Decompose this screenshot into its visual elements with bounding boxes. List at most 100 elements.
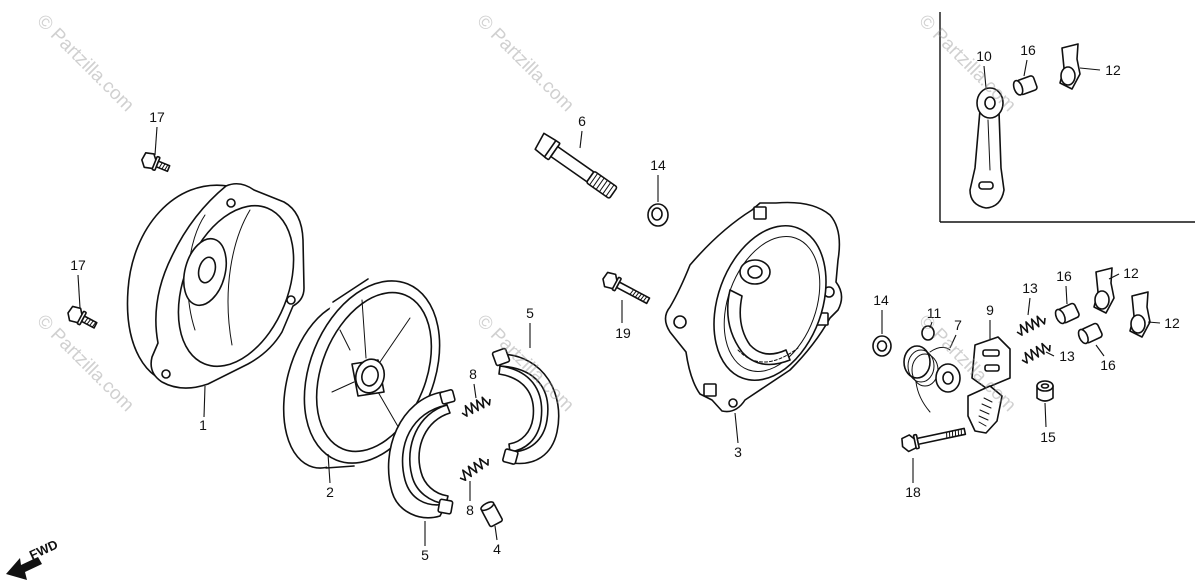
bolt-thread [629,289,648,302]
leader-line [1027,297,1031,316]
leader-line [1065,285,1068,305]
drum-hub-bore [361,365,379,387]
leader-line [154,126,158,156]
bolt-thread [946,428,962,439]
leader-line [77,274,81,309]
watermark: © Partzilla.com [32,11,137,116]
panel-tab [753,206,767,220]
drum-edge-top [332,278,369,303]
brake-shoe-lower [387,389,456,519]
forward-label: FWD [27,537,60,563]
collar-end [1054,308,1066,325]
drum-cover [126,182,305,389]
panel-tab [703,383,717,397]
nut-hole [1040,383,1050,389]
leader-line [203,385,206,418]
callout-label: 4 [493,541,501,557]
watermark: © Partzilla.com [472,311,577,416]
plate-hole [942,371,954,385]
collar-lower [1077,322,1103,345]
inset-collar [1012,75,1038,96]
lever-ridge [987,119,991,171]
callout-label: 19 [615,325,631,341]
leader-line [1095,344,1105,357]
callout-label: 9 [986,302,994,318]
leader-line [929,321,933,329]
lever-eye-hole [984,96,996,110]
shoe-spring-lower [459,457,489,482]
shoe-lining [387,391,448,519]
lock-nut [1036,380,1054,402]
collar-end [1012,79,1024,96]
callout-label: 14 [650,157,666,173]
split-ring [921,325,935,341]
callout-label: 6 [578,113,586,129]
drum-edge-bottom [325,465,355,469]
flange-bolt-upper [141,152,171,173]
collar-end [1077,328,1089,345]
forward-indicator: FWD [6,537,60,580]
callout-label: 16 [1020,42,1036,58]
bracket-slot [984,364,1000,372]
callout-label: 1 [199,417,207,433]
drum-cover-hub-hole [197,256,217,284]
watermark: © Partzilla.com [472,11,577,116]
wing-nut-lower [1129,291,1151,338]
leader-line [1108,273,1120,280]
shoe-end-tab [439,389,456,405]
spring-tail [915,381,931,413]
callout-label: 13 [1022,280,1038,296]
drum-inner-shading [331,299,411,431]
brake-panel [664,201,843,413]
callout-label: 12 [1123,265,1139,281]
bolt-shaft [615,281,651,305]
brake-arm [967,385,1003,434]
leader-line [494,525,498,541]
lever-slot [978,181,994,190]
shoe-end-tab [491,347,511,367]
panel-hole [673,315,687,329]
callout-label: 13 [1059,348,1075,364]
cam-spline-teeth [589,172,615,197]
panel-boss-hole [747,265,763,279]
callout-labels: 17 17 1 2 5 5 8 8 4 6 14 19 3 14 11 7 9 … [70,42,1180,563]
leader-line [949,334,957,349]
callout-label: 15 [1040,429,1056,445]
callout-label: 8 [469,366,477,382]
inset-wing-nut [1059,43,1081,90]
bolt-hole [286,295,296,305]
callout-label: 11 [927,305,942,321]
lever-arm [969,109,1005,209]
callout-label: 16 [1100,357,1116,373]
pin-end [480,501,495,512]
callout-label: 8 [466,502,474,518]
callout-label: 17 [149,109,165,125]
wing-nut-body [1094,290,1110,310]
callout-label: 18 [905,484,921,500]
arm-serration [978,397,993,427]
leader-line [734,412,739,444]
adjuster-spring-lower [1021,342,1051,364]
shoe-spring-upper [461,396,491,417]
brake-shoe-upper [491,347,560,465]
panel-stipple [737,347,799,363]
bracket-plate [971,336,1011,389]
washer-upper [647,203,669,227]
callout-label: 17 [70,257,86,273]
leader-line [473,383,477,399]
shoe-end-tab [502,448,519,465]
callout-label: 16 [1056,268,1072,284]
leader-line [1044,402,1047,428]
forward-arrow-icon [6,557,42,580]
brake-arm-bracket [967,336,1011,434]
watermark: © Partzilla.com [914,11,1019,116]
panel-bolt [602,271,651,305]
collar-upper [1054,302,1080,325]
leader-line [1079,67,1101,71]
bolt-thread [83,317,97,328]
bolt-hole [161,369,171,379]
arm-bolt [901,427,967,453]
callout-label: 12 [1164,315,1180,331]
inset-frame [939,12,1195,223]
